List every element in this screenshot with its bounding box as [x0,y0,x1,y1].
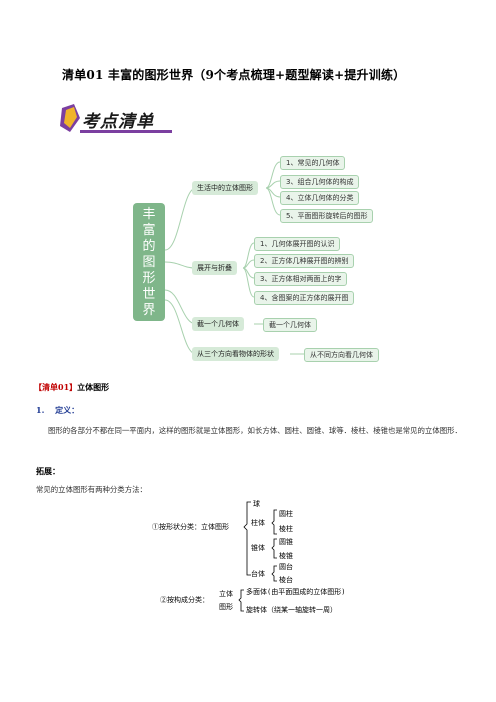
banner-decoration-icon [60,104,172,133]
cls2-rotation: 旋转体（绕某一轴旋转一周） [246,606,337,614]
root-char: 的 [142,239,156,254]
cls-round-frustum: 圆台 [279,563,293,571]
banner: 考点清单 [60,104,172,134]
cls2-polyhedron: 多面体(由平面围成的立体图形) [246,588,346,596]
mindmap-root: 丰 富 的 图 形 世 界 [133,203,165,321]
expand-label: 拓展： [36,466,60,476]
branch-unfold: 展开与折叠 [192,261,237,275]
root-char: 富 [142,223,156,238]
banner-label: 考点清单 [82,112,154,132]
cls-pyramid: 棱锥 [279,552,293,560]
leaf-item: 4、立体几何体的分类 [280,191,360,205]
leaf-item: 1、常见的几何体 [280,156,346,170]
cls-cylinder: 圆柱 [279,510,293,518]
branch-views: 从三个方向看物体的形状 [192,347,279,361]
definition-label: 1. 定义： [36,405,80,415]
cls-cone-group: 锥体 [251,544,265,552]
cls-cone: 圆锥 [279,538,293,546]
cls-frustum-group: 台体 [251,570,265,578]
leaf-item: 截一个几何体 [263,318,317,332]
section-header: 【清单01】立体图形 [34,382,109,393]
cls-prism: 棱柱 [279,525,293,533]
root-char: 形 [142,271,156,286]
cls-prism-frustum: 棱台 [279,576,293,584]
root-char: 丰 [142,207,156,222]
classification-2-label: ②按构成分类： [160,596,209,604]
root-char: 世 [142,287,156,302]
leaf-item: 从不同方向看几何体 [304,348,379,362]
document-title: 清单01 丰富的图形世界（9个考点梳理+题型解读+提升训练） [62,68,406,82]
root-char: 界 [142,303,156,318]
method-text: 常见的立体图形有两种分类方法： [36,485,147,494]
leaf-item: 1、几何体展开图的认识 [254,237,341,251]
leaf-item: 3、组合几何体的构成 [280,175,360,189]
branch-3d-shapes: 生活中的立体图形 [192,181,258,195]
root-char: 图 [142,255,156,270]
cls2-group-top: 立体 [219,590,233,598]
leaf-item: 4、含图案的正方体的展开图 [254,291,355,305]
branch-cut: 截一个几何体 [192,317,244,331]
cls-ball: 球 [253,500,260,508]
definition-paragraph: 图形的各部分不都在同一平面内，这样的图形就是立体图形，如长方体、圆柱、圆锥、球等… [48,426,462,435]
cls-prism-group: 柱体 [251,519,265,527]
section-tag: 【清单01】 [34,382,78,392]
cls2-group-bottom: 图形 [219,603,233,611]
leaf-item: 5、平面图形旋转后的图形 [280,209,374,223]
section-name: 立体图形 [77,382,110,392]
leaf-item: 3、正方体相对两面上的字 [254,272,348,286]
classification-1-label: ①按形状分类：立体图形 [152,523,229,531]
leaf-item: 2、正方体几种展开图的辨别 [254,254,355,268]
